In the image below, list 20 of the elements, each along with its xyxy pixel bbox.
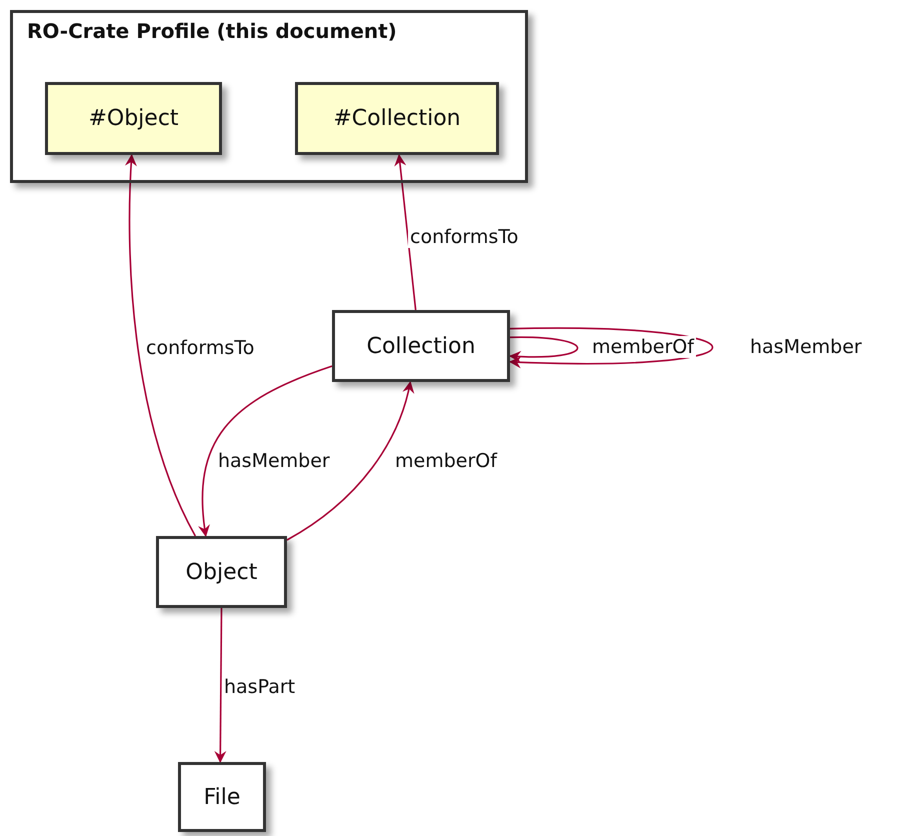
arrow xyxy=(198,365,332,537)
frame-title: RO-Crate Profile (this document) xyxy=(27,19,397,43)
arrow xyxy=(286,381,414,541)
class-box xyxy=(156,536,287,608)
arrow xyxy=(214,608,226,763)
profile-class-box xyxy=(295,82,499,155)
arrow xyxy=(125,154,196,536)
arrow xyxy=(394,154,416,310)
edge-label: conformsTo xyxy=(408,226,520,248)
class-box xyxy=(178,762,266,832)
node-label: File xyxy=(204,784,240,810)
node-label: #Collection xyxy=(333,106,461,131)
package-frame xyxy=(10,10,528,183)
node-label: Collection xyxy=(366,334,476,358)
arrow xyxy=(509,336,578,363)
profile-class-box xyxy=(45,82,222,155)
arrow xyxy=(509,327,712,368)
node-label: Object xyxy=(186,560,258,584)
node-label: #Object xyxy=(88,106,179,131)
class-box xyxy=(332,310,510,382)
